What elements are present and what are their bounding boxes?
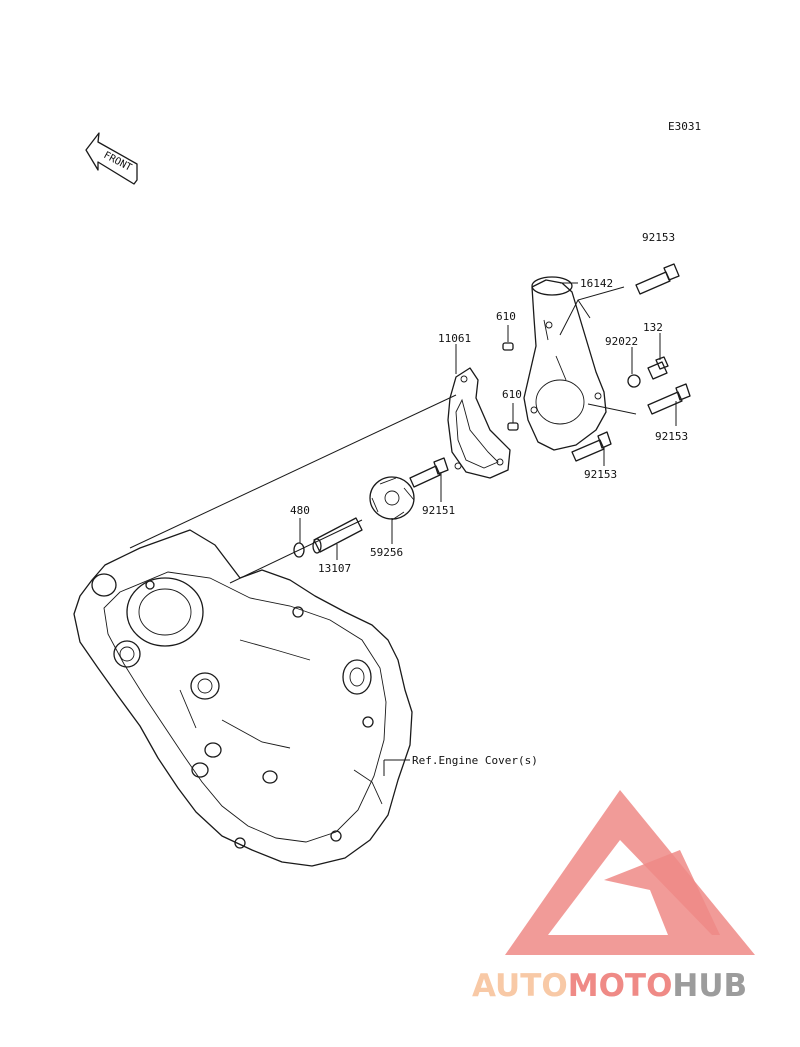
watermark-logo: AUTOMOTOHUB	[472, 790, 755, 1004]
water-pump-cover-drawing	[523, 276, 607, 451]
impeller-drawing	[369, 476, 415, 521]
watermark-text-moto: MOTO	[568, 968, 673, 1004]
part-label-11061: 11061	[438, 332, 471, 345]
guide-line	[587, 403, 637, 415]
engine-cover-drawing	[73, 529, 413, 867]
washer-drawing	[627, 374, 641, 388]
gasket-drawing	[447, 367, 511, 479]
part-label-92153: 92153	[584, 468, 617, 481]
bolt-drawing	[635, 263, 680, 295]
bolt-drawing	[647, 356, 669, 380]
diagram-code: E3031	[668, 120, 701, 133]
part-label-92151: 92151	[422, 504, 455, 517]
part-label-92153: 92153	[642, 231, 675, 244]
part-label-13107: 13107	[318, 562, 351, 575]
watermark-text-auto: AUTO	[472, 968, 568, 1004]
front-arrow-icon: FRONT	[85, 132, 138, 185]
svg-text:AUTOMOTOHUB: AUTOMOTOHUB	[472, 968, 747, 1004]
watermark-text-hub: HUB	[672, 968, 747, 1004]
guide-line	[129, 394, 457, 549]
part-label-610: 610	[502, 388, 522, 401]
dowel-pin-drawing	[507, 422, 519, 431]
part-label-132: 132	[643, 321, 663, 334]
part-label-92153: 92153	[655, 430, 688, 443]
part-label-480: 480	[290, 504, 310, 517]
bolt-drawing	[647, 383, 691, 415]
bolt-drawing	[409, 457, 449, 488]
part-label-610: 610	[496, 310, 516, 323]
reference-note: Ref.Engine Cover(s)	[412, 754, 538, 767]
bolt-drawing	[571, 431, 612, 462]
part-label-16142: 16142	[580, 277, 613, 290]
dowel-pin-drawing	[502, 342, 514, 351]
part-label-92022: 92022	[605, 335, 638, 348]
part-label-59256: 59256	[370, 546, 403, 559]
guide-line	[229, 519, 363, 584]
circlip-drawing	[293, 542, 305, 558]
pump-shaft-drawing	[312, 517, 363, 554]
